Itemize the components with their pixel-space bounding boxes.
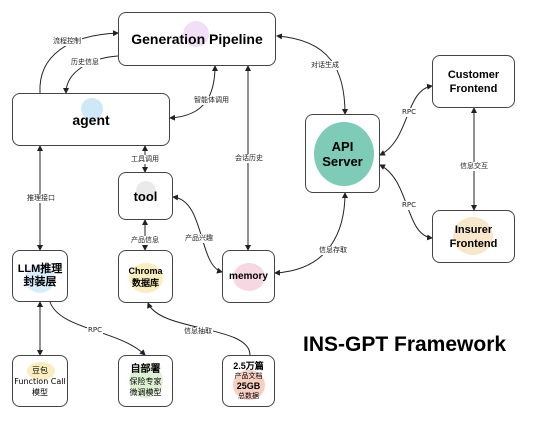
data-corpus-node[interactable]: 2.5万篇 产品文档 25GB 总数据 — [222, 355, 275, 407]
llm-graphic-icon — [25, 265, 55, 293]
edge-label-session-history: 会话历史 — [234, 154, 264, 163]
tool-node[interactable]: tool — [118, 172, 173, 220]
edge-agent-call — [169, 65, 218, 121]
customer-frontend-node[interactable]: Customer Frontend — [432, 55, 515, 108]
memory-label: memory — [229, 271, 268, 282]
chroma-label-2: 数据库 — [131, 277, 159, 288]
api-server-node[interactable]: API Server — [305, 114, 380, 193]
doubao-label-1: 豆包 — [32, 365, 48, 375]
edge-label-tool-call: 工具调用 — [130, 155, 160, 164]
chroma-label-1: Chroma — [128, 265, 163, 276]
insurer-label-1: Insurer — [454, 223, 493, 236]
edge-history-info — [63, 55, 119, 94]
doubao-model-node[interactable]: 豆包 Function Call 模型 — [12, 355, 68, 407]
data-label-3: 25GB — [236, 381, 261, 391]
memory-node[interactable]: memory — [222, 250, 275, 303]
edge-label-agent-call: 智能体调用 — [193, 96, 230, 105]
llm-label-2: 封装层 — [23, 276, 57, 288]
edge-label-flow-control: 流程控制 — [52, 37, 82, 46]
edge-label-dialog-gen: 对话生成 — [310, 61, 340, 70]
edge-label-info-exchange: 信息交互 — [459, 162, 489, 171]
edge-label-history-info: 历史信息 — [70, 58, 100, 67]
edge-dialog-gen — [276, 33, 348, 115]
edge-label-rpc-bottom: RPC — [401, 201, 417, 210]
agent-label: agent — [72, 111, 110, 128]
generation-pipeline-node[interactable]: Generation Pipeline — [118, 12, 276, 66]
brain-icon — [233, 263, 265, 291]
insurer-graphic-icon — [453, 217, 493, 255]
tool-label: tool — [133, 188, 158, 204]
edge-label-inference-iface: 推理接口 — [26, 194, 56, 203]
doubao-label-3: 模型 — [32, 387, 48, 397]
insurer-frontend-node[interactable]: Insurer Frontend — [432, 210, 515, 263]
edge-label-product-interest: 产品兴趣 — [184, 234, 214, 243]
edge-rpc-customer — [379, 83, 433, 156]
edge-label-info-extract: 信息抽取 — [183, 327, 213, 336]
data-label-4: 总数据 — [238, 392, 259, 400]
data-label-2: 产品文档 — [234, 372, 263, 380]
chroma-db-node[interactable]: Chroma 数据库 — [118, 250, 173, 303]
documents-icon — [233, 370, 265, 400]
edge-label-rpc-top: RPC — [401, 108, 417, 117]
framework-title: INS-GPT Framework — [303, 333, 507, 356]
llm-label-1: LLM推理 — [17, 263, 63, 275]
edge-label-info-store: 信息存取 — [318, 246, 348, 255]
insurer-label-2: Frontend — [449, 237, 498, 250]
agent-node[interactable]: agent — [12, 93, 170, 146]
llm-layer-node[interactable]: LLM推理 封装层 — [12, 250, 68, 302]
api-server-circle — [314, 122, 374, 186]
self-model-icon — [129, 364, 163, 398]
pipeline-graphic-icon — [183, 21, 209, 47]
edge-product-interest — [172, 194, 223, 274]
edge-label-rpc-llm: RPC — [87, 326, 103, 335]
self-deployed-model-node[interactable]: 自部署 保险专家 微调模型 — [118, 355, 173, 407]
chroma-logo-icon — [129, 263, 163, 293]
customer-label-1: Customer — [447, 68, 500, 81]
self-label-3: 微调模型 — [129, 388, 162, 397]
customer-label-2: Frontend — [449, 82, 498, 95]
edge-flow-control — [39, 30, 119, 94]
data-label-1: 2.5万篇 — [233, 361, 264, 371]
edge-label-product-info: 产品信息 — [130, 236, 160, 245]
api-label-2: Server — [322, 153, 363, 169]
api-label-1: API — [331, 138, 354, 154]
doubao-label-2: Function Call — [14, 376, 66, 386]
robot-icon — [81, 98, 103, 120]
generation-pipeline-label: Generation Pipeline — [131, 31, 263, 47]
doubao-logo-icon — [27, 362, 55, 380]
edge-info-store — [274, 192, 348, 276]
self-label-1: 自部署 — [130, 364, 161, 375]
wrench-icon — [136, 181, 156, 201]
self-label-2: 保险专家 — [129, 377, 162, 386]
